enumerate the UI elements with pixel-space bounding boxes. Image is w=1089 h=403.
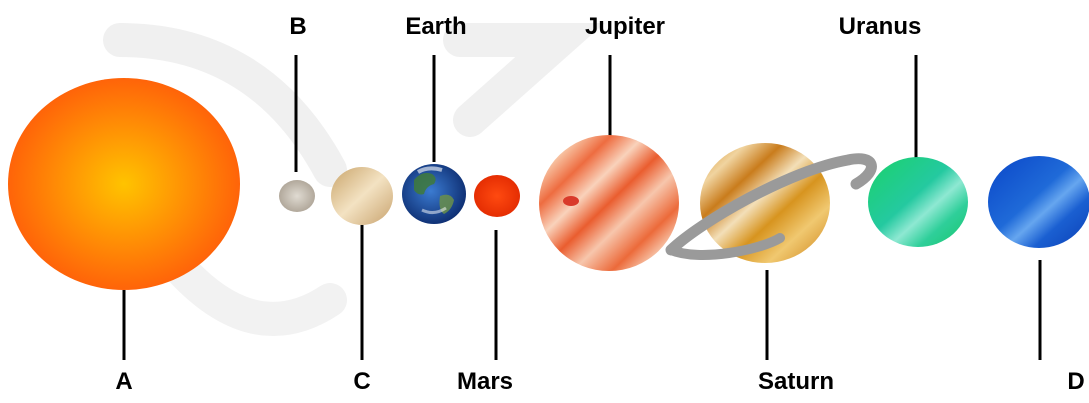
- venus-body: [331, 167, 393, 225]
- label-uranus: Uranus: [839, 13, 922, 41]
- saturn-body: [671, 143, 871, 263]
- earth-body: [402, 164, 466, 224]
- uranus-body: [868, 157, 968, 247]
- label-earth: Earth: [405, 13, 466, 41]
- mercury-body: [279, 180, 315, 212]
- label-mars: Mars: [457, 368, 513, 396]
- label-b: B: [289, 13, 306, 41]
- label-d: D: [1067, 368, 1084, 396]
- label-jupiter: Jupiter: [585, 13, 665, 41]
- jupiter-body: [539, 135, 679, 271]
- great-red-spot: [563, 196, 579, 206]
- neptune-body: [988, 156, 1089, 248]
- mars-body: [474, 175, 520, 217]
- label-saturn: Saturn: [758, 368, 834, 396]
- sun-body: [8, 78, 240, 290]
- label-c: C: [353, 368, 370, 396]
- label-a: A: [115, 368, 132, 396]
